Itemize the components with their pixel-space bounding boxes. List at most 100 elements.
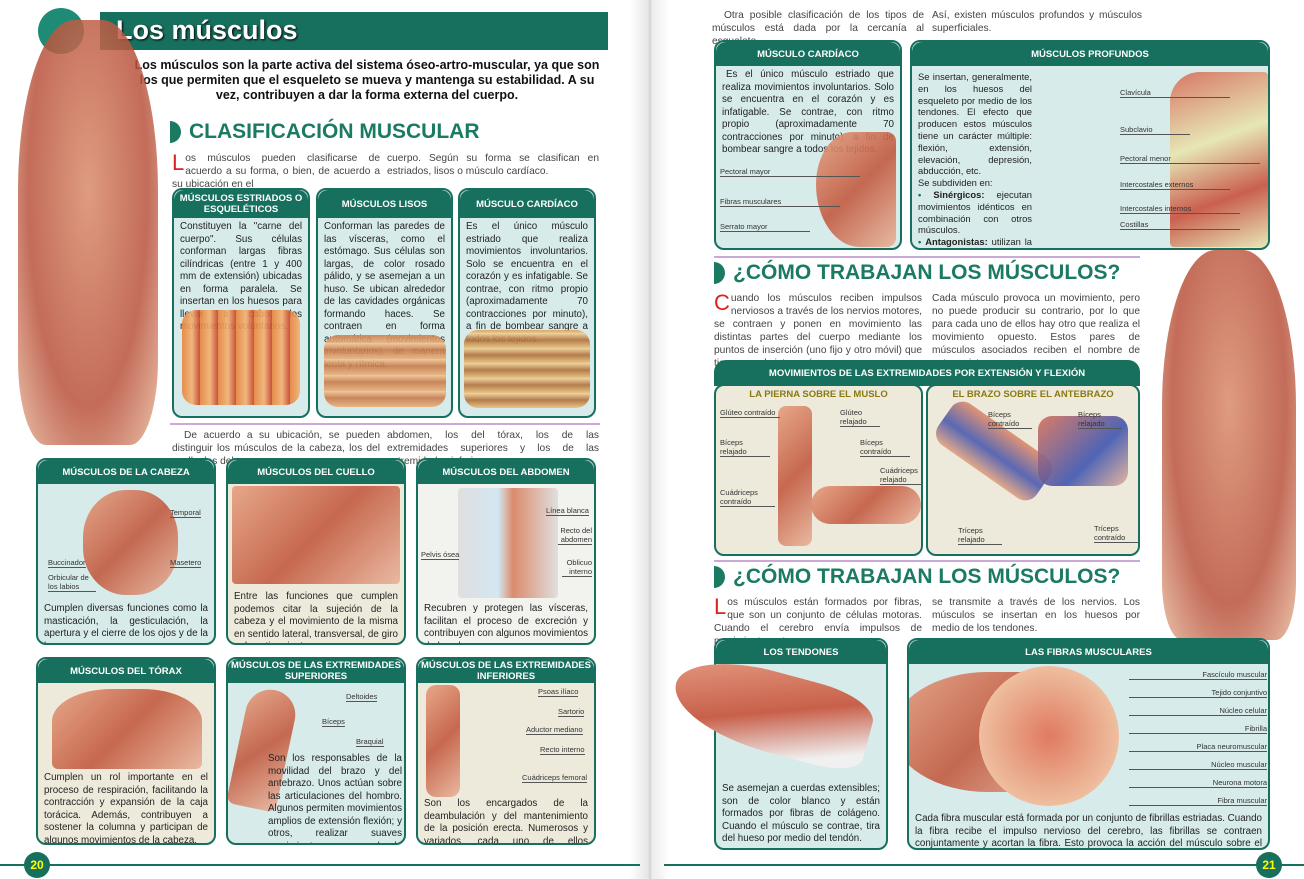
bullet-text: utilizan la potencia de otro músculo que… — [918, 236, 1033, 248]
card-header: LAS FIBRAS MUSCULARES — [909, 640, 1268, 664]
footer-line — [0, 864, 640, 866]
human-body-front-illustration — [18, 20, 158, 445]
label-nucleo-celular: Núcleo celular — [1129, 706, 1267, 716]
card-abdomen: MÚSCULOS DEL ABDOMEN Línea blanca Recto … — [416, 458, 596, 645]
section-title: CLASIFICACIÓN MUSCULAR — [189, 120, 480, 143]
leg-flexed-illustration — [811, 486, 921, 524]
label-fibras: Fibras musculares — [720, 197, 840, 207]
label-nucleo-muscular: Núcleo muscular — [1129, 760, 1267, 770]
card-text: Se insertan, generalmente, en los huesos… — [912, 68, 1038, 248]
deep-muscles-illustration — [1170, 72, 1268, 247]
label-fasciculo: Fascículo muscular — [1129, 670, 1267, 680]
paragraph-trabajan-b: Cada músculo provoca un movimiento, pero… — [932, 293, 1140, 369]
thorax-muscles-illustration — [52, 689, 202, 769]
card-text: Se asemejan a cuerdas extensibles; son d… — [722, 783, 880, 844]
card-header: MÚSCULOS DEL TÓRAX — [38, 659, 214, 683]
label-buccinador: Buccinador — [48, 558, 86, 568]
label-fibra-muscular: Fibra muscular — [1129, 796, 1267, 806]
neck-muscles-illustration — [232, 486, 400, 584]
card-text: Cada fibra muscular está formada por un … — [915, 813, 1262, 849]
divider — [170, 423, 600, 425]
paragraph-fibras-b: se transmite a través de los nervios. Lo… — [932, 597, 1140, 634]
label-biceps-contraido: Bíceps contraído — [860, 438, 910, 457]
label-serrato: Serrato mayor — [720, 222, 810, 232]
card-extremidades-inferiores: MÚSCULOS DE LAS EXTREMIDADES INFERIORES … — [416, 657, 596, 845]
label-sartorio: Sartorio — [558, 707, 585, 717]
drop-cap: L — [172, 150, 185, 175]
card-header: MÚSCULOS PROFUNDOS — [912, 42, 1268, 66]
panel-header: MOVIMIENTOS DE LAS EXTREMIDADES POR EXTE… — [714, 360, 1140, 386]
label-deltoides: Deltoides — [346, 692, 378, 702]
card-header: MÚSCULOS DE LAS EXTREMIDADES INFERIORES — [418, 659, 594, 683]
card-musculos-profundos: MÚSCULOS PROFUNDOS Se insertan, generalm… — [910, 40, 1270, 250]
leg-muscles-illustration — [426, 685, 460, 797]
smooth-muscle-illustration — [324, 335, 446, 407]
label-biceps-relajado: Bíceps relajado — [720, 438, 770, 457]
label-tejido-conjuntivo: Tejido conjuntivo — [1129, 688, 1267, 698]
label-costillas: Costillas — [1120, 220, 1240, 230]
pectoral-muscle-illustration — [816, 132, 896, 247]
section-heading-como-trabajan-2: ¿CÓMO TRABAJAN LOS MÚSCULOS? — [714, 565, 1120, 589]
section-title: ¿CÓMO TRABAJAN LOS MÚSCULOS? — [733, 565, 1121, 588]
label-gluteo-relajado: Glúteo relajado — [840, 408, 880, 427]
muscle-cross-section-illustration — [979, 666, 1119, 806]
divider — [714, 560, 1140, 562]
section-heading-clasificacion: CLASIFICACIÓN MUSCULAR — [170, 120, 479, 144]
label-fibrilla: Fibrilla — [1129, 724, 1267, 734]
card-cuello: MÚSCULOS DEL CUELLO Entre las funciones … — [226, 458, 406, 645]
drop-cap: C — [714, 290, 730, 315]
divider — [714, 256, 1140, 258]
card-text: Cumplen diversas funciones como la masti… — [44, 603, 208, 643]
card-text: Entre las funciones que cumplen podemos … — [234, 591, 398, 643]
card-estriados: MÚSCULOS ESTRIADOS O ESQUELÉTICOS Consti… — [172, 188, 310, 418]
label-recto-interno: Recto interno — [540, 745, 585, 755]
label-oblicuo: Oblicuo interno — [562, 558, 592, 577]
label-gluteo-contraido: Glúteo contraído — [720, 408, 780, 418]
label-intercostales-internos: Intercostales internos — [1120, 204, 1240, 214]
abdomen-muscles-illustration — [458, 488, 558, 598]
head-muscles-illustration — [83, 490, 178, 595]
section-heading-como-trabajan: ¿CÓMO TRABAJAN LOS MÚSCULOS? — [714, 261, 1120, 285]
movimientos-panel: MOVIMIENTOS DE LAS EXTREMIDADES POR EXTE… — [714, 360, 1140, 556]
label-aductor: Aductor mediano — [526, 725, 583, 735]
card-header: LOS TENDONES — [716, 640, 886, 664]
card-torax: MÚSCULOS DEL TÓRAX Cumplen un rol import… — [36, 657, 216, 845]
label-triceps-contraido: Tríceps contraído — [1094, 524, 1138, 543]
label-recto-abdomen: Recto del abdomen — [558, 526, 592, 545]
paragraph-text: os músculos pueden clasificarse de acuer… — [172, 153, 380, 190]
pierna-title: LA PIERNA SOBRE EL MUSLO — [749, 389, 888, 400]
page-title: Los músculos — [100, 12, 608, 50]
card-header: MÚSCULOS DE LA CABEZA — [38, 460, 214, 484]
card-extremidades-superiores: MÚSCULOS DE LAS EXTREMIDADES SUPERIORES … — [226, 657, 406, 845]
pierna-panel: LA PIERNA SOBRE EL MUSLO Glúteo contraíd… — [714, 384, 923, 556]
card-text: Son los encargados de la deambulación y … — [424, 798, 588, 845]
label-biceps-relajado: Bíceps relajado — [1078, 410, 1122, 429]
cardiac-muscle-illustration — [464, 330, 590, 408]
book-spine — [630, 0, 670, 879]
label-pectoral-menor: Pectoral menor — [1120, 154, 1260, 164]
card-header: MÚSCULOS DE LAS EXTREMIDADES SUPERIORES — [228, 659, 404, 683]
page-number: 21 — [1256, 852, 1282, 878]
label-neurona-motora: Neurona motora — [1129, 778, 1267, 788]
arm-flexed-illustration — [1038, 416, 1128, 486]
card-header: MÚSCULOS DEL CUELLO — [228, 460, 404, 484]
label-masetero: Masetero — [170, 558, 202, 568]
section-title: ¿CÓMO TRABAJAN LOS MÚSCULOS? — [733, 261, 1121, 284]
card-text: Cumplen un rol importante en el proceso … — [44, 772, 208, 845]
card-cardiaco: MÚSCULO CARDÍACO Es el único músculo est… — [458, 188, 596, 418]
paragraph-clasificacion-b: cuerpo. Según su forma se clasifican en … — [387, 153, 599, 177]
paragraph-text: uando los músculos reciben impulsos nerv… — [714, 293, 922, 369]
label-biceps-contraido: Bíceps contraído — [988, 410, 1032, 429]
profundos-description: Se insertan, generalmente, en los huesos… — [918, 71, 1032, 177]
label-triceps-relajado: Tríceps relajado — [958, 526, 1002, 545]
bullet-sinergicos: • Sinérgicos: ejecutan movimientos idént… — [918, 188, 1032, 236]
bullet-term: Antagonistas: — [925, 236, 988, 248]
striated-muscle-illustration — [182, 310, 300, 405]
card-cabeza: MÚSCULOS DE LA CABEZA Temporal Buccinado… — [36, 458, 216, 645]
label-temporal: Temporal — [170, 508, 201, 518]
label-linea-blanca: Línea blanca — [546, 506, 589, 516]
label-cuadriceps: Cuádriceps femoral — [522, 773, 588, 783]
label-cuadriceps-relajado: Cuádriceps relajado — [880, 466, 921, 485]
card-header: MÚSCULO CARDÍACO — [460, 190, 594, 218]
